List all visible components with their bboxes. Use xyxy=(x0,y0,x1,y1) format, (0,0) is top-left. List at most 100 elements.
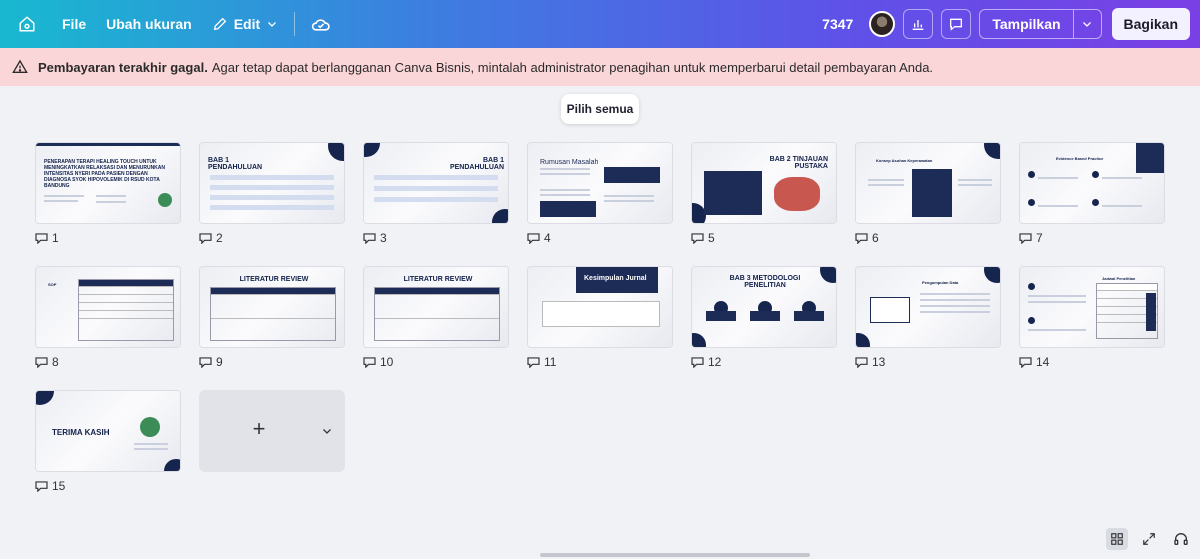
slide-number-11: 11 xyxy=(527,355,556,369)
slide-title: Rumusan Masalah xyxy=(540,159,599,166)
comment-icon xyxy=(199,356,212,368)
slide-number-label: 2 xyxy=(216,231,223,245)
horizontal-scrollbar[interactable] xyxy=(540,553,810,557)
chevron-down-icon xyxy=(1083,22,1091,27)
slide-thumbnail-8[interactable]: SOP xyxy=(35,266,181,348)
top-bar: File Ubah ukuran Edit 7347 Tampilkan Bag… xyxy=(0,0,1200,48)
avatar[interactable] xyxy=(869,11,896,37)
slide-title: LITERATUR REVIEW xyxy=(403,276,473,283)
slide-number-1: 1 xyxy=(35,231,59,245)
slide-title: BAB 2 TINJAUAN PUSTAKA xyxy=(769,156,828,170)
home-icon[interactable] xyxy=(16,13,38,35)
slide-thumbnail-7[interactable]: Evidence Based Practice xyxy=(1019,142,1165,224)
slide-title: Konsep Asuhan Keperawatan xyxy=(876,158,933,163)
slide-title: BAB 1 PENDAHULUAN xyxy=(208,157,263,171)
slide-number-label: 7 xyxy=(1036,231,1043,245)
edit-menu[interactable]: Edit xyxy=(212,16,278,32)
bar-chart-icon xyxy=(912,20,924,30)
comment-icon xyxy=(527,232,540,244)
slide-number-label: 5 xyxy=(708,231,715,245)
slide-number-label: 13 xyxy=(872,355,886,369)
comment-icon xyxy=(691,232,704,244)
slide-number-12: 12 xyxy=(691,355,721,369)
slide-thumbnail-5[interactable]: BAB 2 TINJAUAN PUSTAKA xyxy=(691,142,837,224)
slide-number-8: 8 xyxy=(35,355,59,369)
expand-icon xyxy=(1143,533,1155,545)
slide-number-label: 3 xyxy=(380,231,387,245)
slide-thumbnail-9[interactable]: LITERATUR REVIEW xyxy=(199,266,345,348)
select-all-button[interactable]: Pilih semua xyxy=(561,94,639,124)
slide-number-15: 15 xyxy=(35,479,65,493)
comment-icon xyxy=(35,356,48,368)
slide-thumbnail-11[interactable]: Kesimpulan Jurnal xyxy=(527,266,673,348)
slide-number-label: 1 xyxy=(52,231,59,245)
slide-title: PENERAPAN TERAPI HEALING TOUCH UNTUK MEN… xyxy=(44,159,166,189)
slide-title: BAB 1 PENDAHULUAN xyxy=(449,157,504,171)
comment-icon xyxy=(1019,232,1032,244)
present-options-button[interactable] xyxy=(1072,10,1101,38)
slide-number-label: 11 xyxy=(544,355,557,369)
slide-number-2: 2 xyxy=(199,231,223,245)
slide-number-label: 9 xyxy=(216,355,223,369)
slide-thumbnail-15[interactable]: TERIMA KASIH xyxy=(35,390,181,472)
slide-thumbnail-12[interactable]: BAB 3 METODOLOGI PENELITIAN xyxy=(691,266,837,348)
slide-number-13: 13 xyxy=(855,355,885,369)
slide-number-label: 6 xyxy=(872,231,879,245)
slide-thumbnail-13[interactable]: Pengumpulan Data xyxy=(855,266,1001,348)
slide-number-7: 7 xyxy=(1019,231,1043,245)
present-button[interactable]: Tampilkan xyxy=(992,16,1061,32)
slide-number-label: 10 xyxy=(380,355,394,369)
file-menu[interactable]: File xyxy=(62,16,86,32)
slide-thumbnail-2[interactable]: BAB 1 PENDAHULUAN xyxy=(199,142,345,224)
count-label: 7347 xyxy=(822,16,854,32)
alert-text: Agar tetap dapat berlangganan Canva Bisn… xyxy=(211,59,934,75)
comments-button[interactable] xyxy=(941,9,972,39)
comment-icon xyxy=(199,232,212,244)
slide-thumbnail-10[interactable]: LITERATUR REVIEW xyxy=(363,266,509,348)
comment-icon xyxy=(363,232,376,244)
plus-icon[interactable]: + xyxy=(252,416,266,441)
grid-view-button[interactable] xyxy=(1106,528,1128,550)
slide-title: Evidence Based Practice xyxy=(1056,156,1104,161)
chevron-down-icon[interactable] xyxy=(321,425,333,437)
share-button[interactable]: Bagikan xyxy=(1111,8,1190,40)
slide-thumbnail-3[interactable]: BAB 1 PENDAHULUAN xyxy=(363,142,509,224)
alert-title: Pembayaran terakhir gagal. xyxy=(38,59,208,75)
view-controls xyxy=(1106,528,1192,550)
comment-icon xyxy=(527,356,540,368)
slide-thumbnail-14[interactable]: Jadwal Penelitian xyxy=(1019,266,1165,348)
slide-number-label: 14 xyxy=(1036,355,1050,369)
insights-button[interactable] xyxy=(903,9,934,39)
cloud-check-icon[interactable] xyxy=(311,15,331,33)
slide-title: Kesimpulan Jurnal xyxy=(584,275,647,282)
slide-number-14: 14 xyxy=(1019,355,1049,369)
add-slide-tile[interactable]: + xyxy=(199,390,345,472)
resize-menu[interactable]: Ubah ukuran xyxy=(106,16,192,32)
toolbar-divider xyxy=(294,12,296,36)
help-button[interactable] xyxy=(1170,528,1192,550)
resize-label: Ubah ukuran xyxy=(106,16,192,32)
slide-number-5: 5 xyxy=(691,231,715,245)
edit-label: Edit xyxy=(233,16,261,32)
slide-thumbnail-4[interactable]: Rumusan Masalah xyxy=(527,142,673,224)
slide-number-label: 15 xyxy=(52,479,66,493)
chevron-down-icon xyxy=(268,22,277,27)
slide-number-4: 4 xyxy=(527,231,551,245)
slide-thumbnail-1[interactable]: PENERAPAN TERAPI HEALING TOUCH UNTUK MEN… xyxy=(35,142,181,224)
comment-icon xyxy=(855,232,868,244)
slide-number-3: 3 xyxy=(363,231,387,245)
comment-icon xyxy=(363,356,376,368)
headset-icon xyxy=(1174,533,1188,545)
file-label: File xyxy=(62,16,87,32)
slide-number-10: 10 xyxy=(363,355,393,369)
warning-icon xyxy=(12,59,28,73)
slide-number-label: 8 xyxy=(52,355,59,369)
slide-thumbnail-6[interactable]: Konsep Asuhan Keperawatan xyxy=(855,142,1001,224)
speech-bubble-icon xyxy=(950,18,963,31)
fullscreen-button[interactable] xyxy=(1138,528,1160,550)
slide-number-6: 6 xyxy=(855,231,879,245)
slide-title: Jadwal Penelitian xyxy=(1102,276,1136,281)
comment-icon xyxy=(1019,356,1032,368)
slide-title: Pengumpulan Data xyxy=(922,280,959,285)
present-button-group: Tampilkan xyxy=(979,9,1102,39)
